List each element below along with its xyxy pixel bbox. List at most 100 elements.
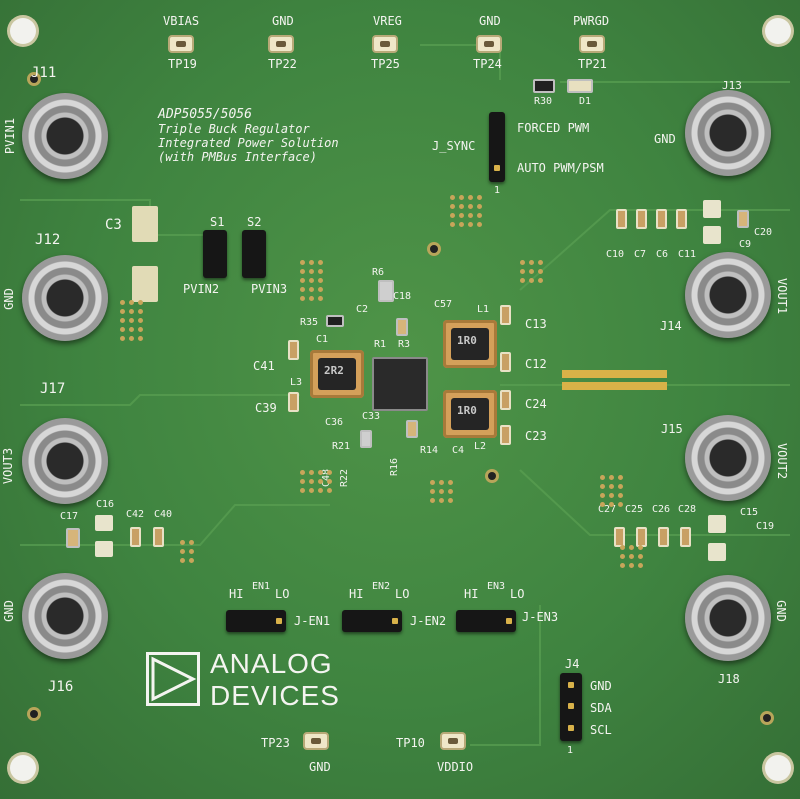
test-point-id: TP25 [371, 57, 400, 71]
pin-label: SCL [590, 723, 612, 737]
refdes-label: R1 [374, 339, 387, 350]
via [318, 470, 323, 475]
test-point-vreg[interactable] [372, 35, 398, 53]
jack-name: PVIN1 [3, 117, 18, 155]
title-line: (with PMBus Interface) [158, 150, 317, 164]
jumper-label: J-EN1 [294, 614, 331, 628]
via [618, 502, 623, 507]
test-point-gnd[interactable] [476, 35, 502, 53]
pin-label: GND [590, 679, 612, 693]
via [300, 260, 305, 265]
via [468, 195, 473, 200]
binding-post-j14[interactable] [685, 252, 771, 338]
refdes-label: C20 [754, 227, 773, 238]
via [618, 493, 623, 498]
capacitor-c16-pad [95, 541, 113, 557]
refdes-label: C40 [154, 509, 173, 520]
test-point-vddio[interactable] [440, 732, 466, 750]
header-pin [506, 618, 512, 624]
binding-post-j13[interactable] [685, 90, 771, 176]
test-point-id: TP22 [268, 57, 297, 71]
via [439, 498, 444, 503]
binding-post-j18[interactable] [685, 575, 771, 661]
switch-s1[interactable] [203, 230, 227, 278]
refdes-label: C57 [434, 299, 453, 310]
capacitor-c9-pad [703, 226, 721, 244]
sync-jumper[interactable] [489, 112, 505, 182]
jumper-en2[interactable] [342, 610, 402, 632]
via [318, 278, 323, 283]
via [638, 563, 643, 568]
capacitor-c13 [500, 305, 511, 325]
inductor-l3: 2R2 [310, 350, 364, 398]
jack-name: GND [773, 600, 788, 622]
test-point-vbias[interactable] [168, 35, 194, 53]
test-point-gnd[interactable] [303, 732, 329, 750]
via [468, 204, 473, 209]
mounting-hole [10, 18, 36, 44]
binding-post-j16[interactable] [22, 573, 108, 659]
lo-label: LO [510, 587, 525, 601]
jack-name: VOUT1 [775, 277, 790, 315]
refdes-label: D1 [579, 96, 592, 107]
refdes-label: C1 [316, 334, 329, 345]
refdes-label: C12 [525, 357, 547, 371]
lo-label: LO [395, 587, 410, 601]
jumper-en1[interactable] [226, 610, 286, 632]
binding-post-j12[interactable] [22, 255, 108, 341]
capacitor-c3 [132, 206, 158, 242]
test-point-name: GND [272, 14, 294, 28]
refdes-label: C13 [525, 317, 547, 331]
capacitor-c20 [737, 210, 749, 228]
via [189, 549, 194, 554]
en-label: EN3 [487, 581, 506, 592]
jumper-en3[interactable] [456, 610, 516, 632]
test-point-pwrgd[interactable] [579, 35, 605, 53]
capacitor-c12 [500, 352, 511, 372]
refdes-label: C26 [652, 504, 671, 515]
via [609, 493, 614, 498]
binding-post-j17[interactable] [22, 418, 108, 504]
via [180, 549, 185, 554]
capacitor-c33 [406, 420, 418, 438]
binding-post-j15[interactable] [685, 415, 771, 501]
jack-id: J18 [718, 672, 740, 686]
via [309, 488, 314, 493]
capacitor-c24 [500, 390, 511, 410]
via [309, 278, 314, 283]
header-pin [276, 618, 282, 624]
test-point-name: VDDIO [437, 760, 474, 774]
via [529, 260, 534, 265]
via [609, 484, 614, 489]
via [129, 309, 134, 314]
capacitor-c9 [703, 200, 721, 218]
via [180, 558, 185, 563]
hi-label: HI [464, 587, 479, 601]
copper-strip [562, 382, 667, 390]
via [450, 195, 455, 200]
via [529, 269, 534, 274]
refdes-label: C3 [105, 217, 122, 233]
binding-post-j11[interactable] [22, 93, 108, 179]
via [300, 479, 305, 484]
capacitor-c39 [288, 392, 299, 412]
capacitor-c25 [636, 527, 647, 547]
via [620, 545, 625, 550]
via [638, 545, 643, 550]
capacitor-c23 [500, 425, 511, 445]
via [638, 554, 643, 559]
via [477, 195, 482, 200]
test-point-gnd[interactable] [268, 35, 294, 53]
switch-s2[interactable] [242, 230, 266, 278]
capacitor-c28 [680, 527, 691, 547]
inductor-mark: 2R2 [324, 364, 344, 377]
refdes-label: C23 [525, 429, 547, 443]
capacitor-c40 [153, 527, 164, 547]
hi-label: HI [349, 587, 364, 601]
via [138, 327, 143, 332]
refdes-label: L1 [477, 304, 490, 315]
via [138, 336, 143, 341]
refdes-label: C24 [525, 397, 547, 411]
title-line: Triple Buck Regulator [158, 122, 310, 136]
jack-id: J12 [35, 232, 61, 248]
